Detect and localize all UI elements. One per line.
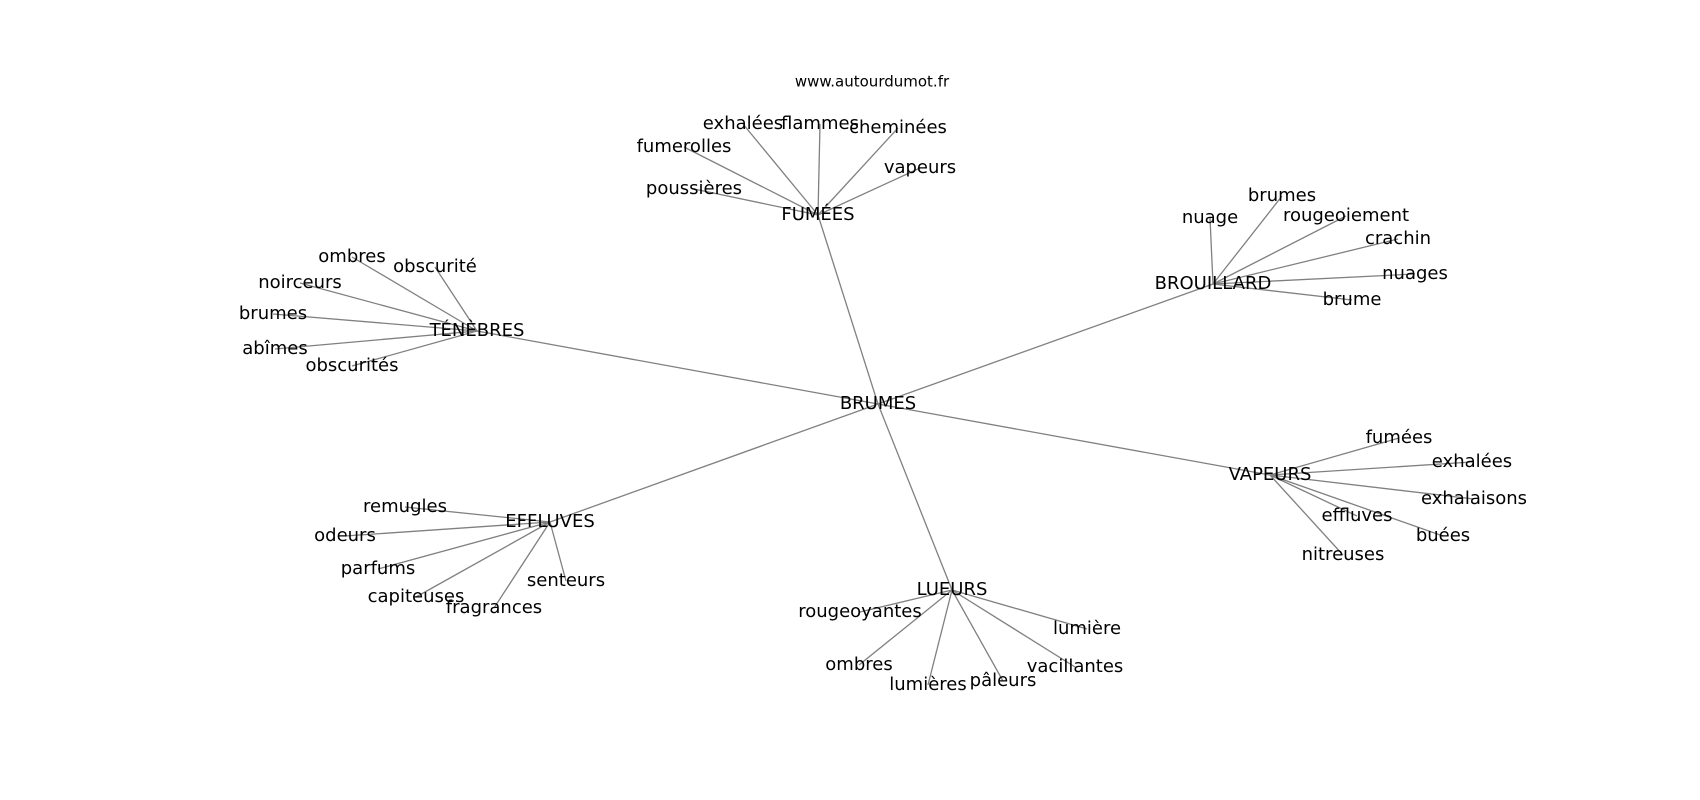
- leaf-word-effluves[interactable]: odeurs: [314, 525, 376, 546]
- leaf-word-lueurs[interactable]: pâleurs: [970, 670, 1037, 691]
- edge-brouillard-leaf: [1212, 283, 1353, 301]
- leaf-word-vapeurs[interactable]: buées: [1416, 525, 1470, 546]
- group-node-vapeurs[interactable]: VAPEURS: [1229, 464, 1312, 485]
- leaf-word-fumees[interactable]: fumerolles: [637, 136, 732, 157]
- edge-vapeurs-leaf: [1269, 474, 1444, 537]
- leaf-word-vapeurs[interactable]: nitreuses: [1302, 544, 1385, 565]
- edge-lueurs-leaf: [951, 589, 1076, 668]
- edge-tenebres-leaf: [434, 266, 478, 332]
- edge-center-lueurs: [877, 403, 953, 591]
- group-node-brouillard[interactable]: BROUILLARD: [1155, 273, 1272, 294]
- edge-center-vapeurs: [877, 403, 1271, 476]
- leaf-word-tenebres[interactable]: obscurité: [393, 256, 477, 277]
- edge-vapeurs-leaf: [1269, 474, 1344, 556]
- edge-tenebres-leaf: [351, 330, 478, 367]
- leaf-word-effluves[interactable]: remugles: [363, 496, 447, 517]
- leaf-word-vapeurs[interactable]: exhalaisons: [1421, 488, 1527, 509]
- leaf-word-vapeurs[interactable]: effluves: [1322, 505, 1393, 526]
- leaf-word-tenebres[interactable]: brumes: [239, 303, 307, 324]
- leaf-word-effluves[interactable]: fragrances: [446, 597, 542, 618]
- edge-fumees-leaf: [817, 167, 921, 216]
- leaf-word-brouillard[interactable]: nuages: [1382, 263, 1448, 284]
- edge-fumees-leaf: [693, 188, 819, 216]
- leaf-word-fumees[interactable]: exhalées: [703, 113, 783, 134]
- leaf-word-fumees[interactable]: poussières: [646, 178, 742, 199]
- edge-center-fumees: [817, 214, 879, 405]
- edge-vapeurs-leaf: [1269, 474, 1475, 500]
- edge-fumees-leaf: [817, 127, 899, 216]
- leaf-word-lueurs[interactable]: lumière: [1053, 618, 1121, 639]
- edge-lueurs-leaf: [858, 589, 953, 666]
- edge-fumees-leaf: [683, 146, 819, 216]
- leaf-word-brouillard[interactable]: rougeoiement: [1283, 205, 1409, 226]
- edge-brouillard-leaf: [1212, 238, 1399, 285]
- leaf-word-tenebres[interactable]: ombres: [318, 246, 385, 267]
- leaf-word-brouillard[interactable]: brume: [1323, 289, 1382, 310]
- edge-vapeurs-leaf: [1269, 437, 1400, 476]
- leaf-word-effluves[interactable]: parfums: [341, 558, 416, 579]
- leaf-word-brouillard[interactable]: nuage: [1182, 207, 1238, 228]
- site-url: www.autourdumot.fr: [795, 73, 950, 91]
- leaf-word-tenebres[interactable]: obscurités: [305, 355, 398, 376]
- graph-edges: [272, 123, 1475, 686]
- leaf-word-fumees[interactable]: flammes: [781, 113, 859, 134]
- edge-effluves-leaf: [415, 521, 551, 598]
- edge-brouillard-leaf: [1212, 215, 1347, 285]
- edge-center-tenebres: [476, 330, 879, 405]
- leaf-word-lueurs[interactable]: ombres: [825, 654, 892, 675]
- edge-center-brouillard: [877, 283, 1214, 405]
- edge-effluves-leaf: [404, 506, 551, 523]
- leaf-word-fumees[interactable]: cheminées: [849, 117, 947, 138]
- edge-fumees-leaf: [817, 123, 821, 216]
- leaf-word-lueurs[interactable]: rougeoyantes: [798, 601, 922, 622]
- leaf-word-brouillard[interactable]: brumes: [1248, 185, 1316, 206]
- graph-labels: BRUMESFUMÉESexhaléesflammescheminéesfume…: [239, 113, 1527, 695]
- leaf-word-fumees[interactable]: vapeurs: [884, 157, 956, 178]
- edge-lueurs-leaf: [927, 589, 953, 686]
- group-node-lueurs[interactable]: LUEURS: [917, 579, 988, 600]
- leaf-word-effluves[interactable]: capiteuses: [368, 586, 465, 607]
- group-node-fumees[interactable]: FUMÉES: [781, 203, 854, 225]
- edge-vapeurs-leaf: [1269, 474, 1358, 517]
- edge-effluves-leaf: [493, 521, 551, 609]
- edge-center-effluves: [549, 403, 879, 523]
- leaf-word-effluves[interactable]: senteurs: [527, 570, 605, 591]
- edge-tenebres-leaf: [272, 313, 478, 332]
- edge-brouillard-leaf: [1212, 273, 1416, 285]
- center-node-brumes[interactable]: BRUMES: [840, 393, 916, 414]
- group-node-effluves[interactable]: EFFLUVES: [505, 511, 595, 532]
- edge-effluves-leaf: [377, 521, 551, 570]
- edge-tenebres-leaf: [351, 256, 478, 332]
- leaf-word-lueurs[interactable]: lumières: [889, 674, 966, 695]
- edge-brouillard-leaf: [1209, 217, 1214, 285]
- group-node-tenebres[interactable]: TÉNÈBRES: [429, 319, 525, 341]
- edge-brouillard-leaf: [1212, 195, 1283, 285]
- edge-effluves-leaf: [549, 521, 567, 582]
- leaf-word-brouillard[interactable]: crachin: [1365, 228, 1431, 249]
- edge-effluves-leaf: [344, 521, 551, 537]
- edge-lueurs-leaf: [951, 589, 1088, 630]
- leaf-word-vapeurs[interactable]: fumées: [1366, 427, 1433, 448]
- leaf-word-vapeurs[interactable]: exhalées: [1432, 451, 1512, 472]
- edge-tenebres-leaf: [274, 330, 478, 350]
- edge-lueurs-leaf: [859, 589, 953, 613]
- leaf-word-tenebres[interactable]: abîmes: [242, 338, 307, 359]
- leaf-word-tenebres[interactable]: noirceurs: [258, 272, 342, 293]
- edge-lueurs-leaf: [951, 589, 1004, 682]
- edge-fumees-leaf: [742, 123, 819, 216]
- edge-tenebres-leaf: [299, 282, 478, 332]
- edge-vapeurs-leaf: [1269, 461, 1473, 476]
- leaf-word-lueurs[interactable]: vacillantes: [1027, 656, 1124, 677]
